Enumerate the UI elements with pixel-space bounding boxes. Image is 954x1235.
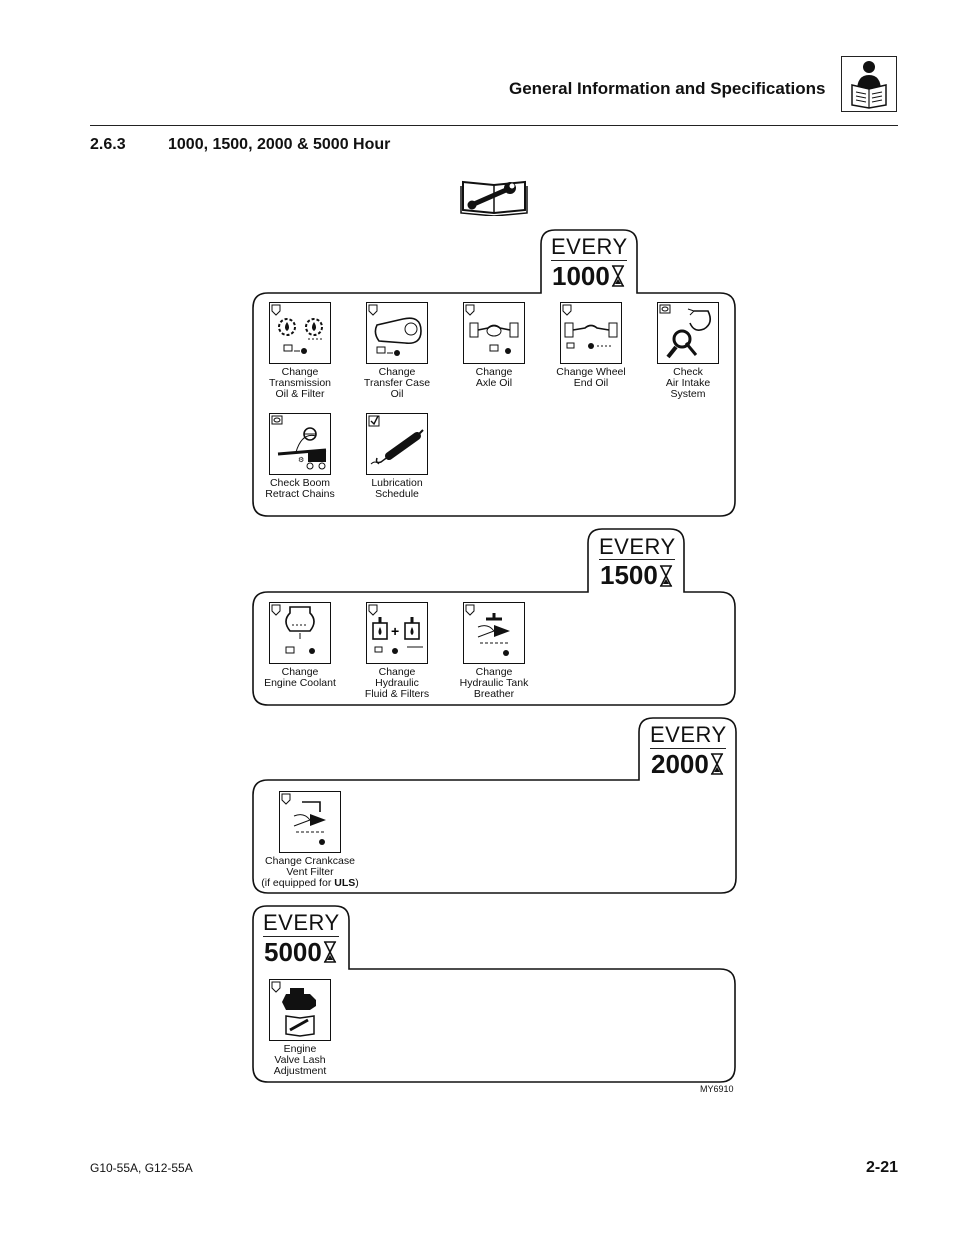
operator-manual-reader-icon [841, 56, 897, 112]
interval-hours: 1500 [600, 560, 658, 590]
wheel-end-oil-icon [560, 302, 622, 364]
interval-2000-panel [252, 717, 737, 894]
hourglass-icon [710, 753, 724, 775]
interval-every-label: EVERY [650, 722, 727, 747]
page-header-title: General Information and Specifications [509, 79, 826, 98]
hourglass-icon [659, 565, 673, 587]
figure-id: MY6910 [700, 1084, 734, 1094]
engine-valve-icon [269, 979, 331, 1041]
transfer-case-oil-icon [366, 302, 428, 364]
interval-every-label: EVERY [263, 910, 340, 935]
hourglass-icon [323, 941, 337, 963]
svg-text:⚙: ⚙ [298, 456, 304, 464]
coolant-icon [269, 602, 331, 664]
interval-every-label: EVERY [599, 534, 676, 559]
interval-hours: 1000 [552, 261, 610, 291]
tab-rule [263, 936, 339, 937]
section-title: 1000, 1500, 2000 & 5000 Hour [168, 136, 391, 153]
interval-hours: 5000 [264, 937, 322, 967]
tab-rule [551, 260, 627, 261]
hourglass-icon [611, 265, 625, 287]
header-rule [90, 125, 898, 126]
interval-1000-panel [252, 229, 736, 517]
tab-rule [650, 748, 726, 749]
transmission-oil-filter-icon [269, 302, 331, 364]
section-number: 2.6.3 [90, 136, 126, 153]
crankcase-vent-icon [279, 791, 341, 853]
grease-gun-icon [366, 413, 428, 475]
interval-1500-panel [252, 528, 736, 706]
interval-hours: 2000 [651, 749, 709, 779]
boom-chain-icon: ⚙ [269, 413, 331, 475]
hydraulic-fluid-icon: + [366, 602, 428, 664]
interval-5000-panel [252, 905, 736, 1083]
svg-text:+: + [391, 623, 399, 639]
interval-every-label: EVERY [551, 234, 628, 259]
tank-breather-icon [463, 602, 525, 664]
axle-oil-icon [463, 302, 525, 364]
page-number: 2-21 [866, 1159, 899, 1176]
tab-rule [599, 559, 675, 560]
service-manual-wrench-icon [460, 176, 528, 217]
footer-models: G10-55A, G12-55A [90, 1161, 193, 1175]
air-intake-icon [657, 302, 719, 364]
